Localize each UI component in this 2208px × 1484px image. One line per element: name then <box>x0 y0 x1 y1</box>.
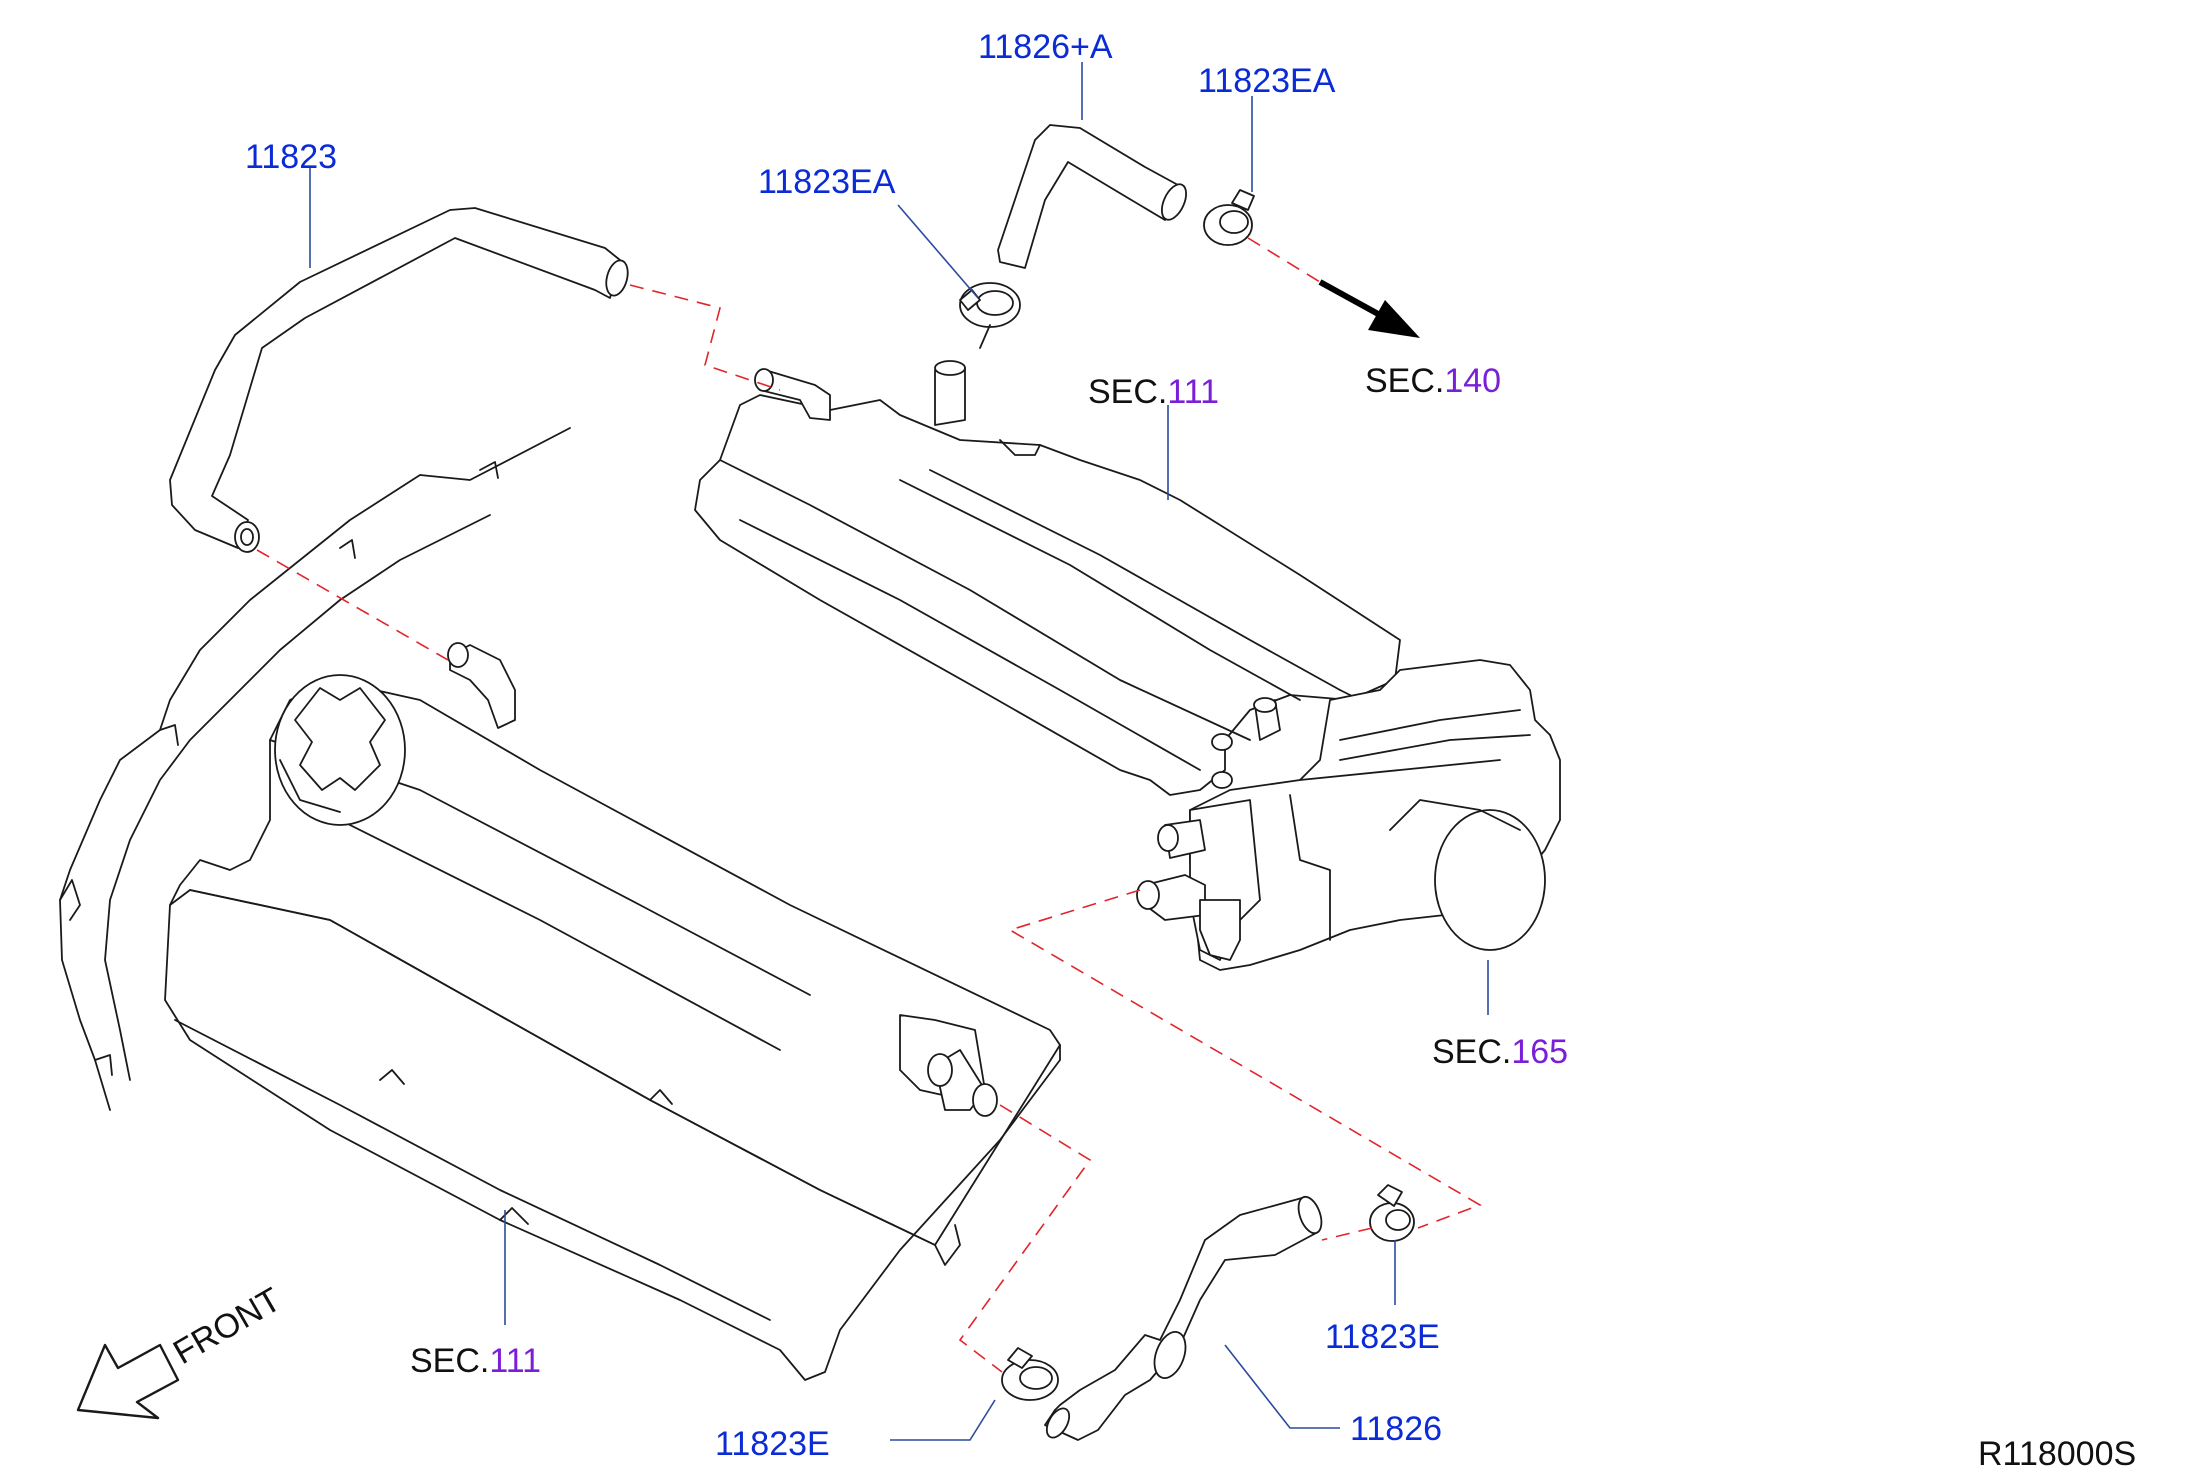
clamp-11823ea-lower-part <box>959 282 1021 349</box>
throttle-body <box>1136 659 1561 971</box>
hose-11823 <box>169 207 629 553</box>
label-sec-165: SEC.165 <box>1432 1033 1568 1071</box>
leader-lines <box>309 62 1489 1441</box>
label-clamp-11823e-left: 11823E <box>715 1425 830 1463</box>
label-sec-111-lower: SEC.111 <box>410 1342 541 1380</box>
reference-code: R118000S <box>1978 1435 2136 1473</box>
sec-number: 165 <box>1511 1033 1568 1071</box>
direction-arrow-icon <box>1318 279 1420 338</box>
label-clamp-11823ea-upper: 11823EA <box>1198 62 1336 100</box>
sec-prefix: SEC. <box>1432 1033 1511 1071</box>
label-clamp-11823e-right: 11823E <box>1325 1318 1440 1356</box>
label-clamp-11823ea-lower: 11823EA <box>758 163 896 201</box>
sec-prefix: SEC. <box>1365 362 1444 400</box>
sec-number: 111 <box>489 1342 541 1380</box>
front-label: FRONT <box>167 1280 287 1371</box>
label-hose-11826: 11826 <box>1350 1410 1442 1448</box>
label-hose-11826-a: 11826+A <box>978 28 1113 66</box>
connection-lines <box>256 237 1482 1373</box>
label-sec-111-upper: SEC.111 <box>1088 373 1219 411</box>
clamp-11823ea-upper-part <box>1203 189 1255 246</box>
sec-prefix: SEC. <box>1088 373 1167 411</box>
hose-11826 <box>1044 1195 1323 1441</box>
rocker-cover-lower <box>164 642 1061 1381</box>
engine-block-outline <box>59 427 571 1111</box>
rocker-cover-upper <box>694 360 1401 796</box>
sec-number: 111 <box>1167 373 1219 411</box>
label-sec-140: SEC.140 <box>1365 362 1501 400</box>
label-hose-11823: 11823 <box>245 138 337 176</box>
clamp-11823e-left-part <box>1001 1347 1059 1401</box>
sec-number: 140 <box>1444 362 1501 400</box>
sec-prefix: SEC. <box>410 1342 489 1380</box>
clamp-11823e-right-part <box>1369 1184 1415 1242</box>
hose-11826-a <box>997 124 1188 269</box>
front-arrow-icon <box>76 1343 180 1420</box>
